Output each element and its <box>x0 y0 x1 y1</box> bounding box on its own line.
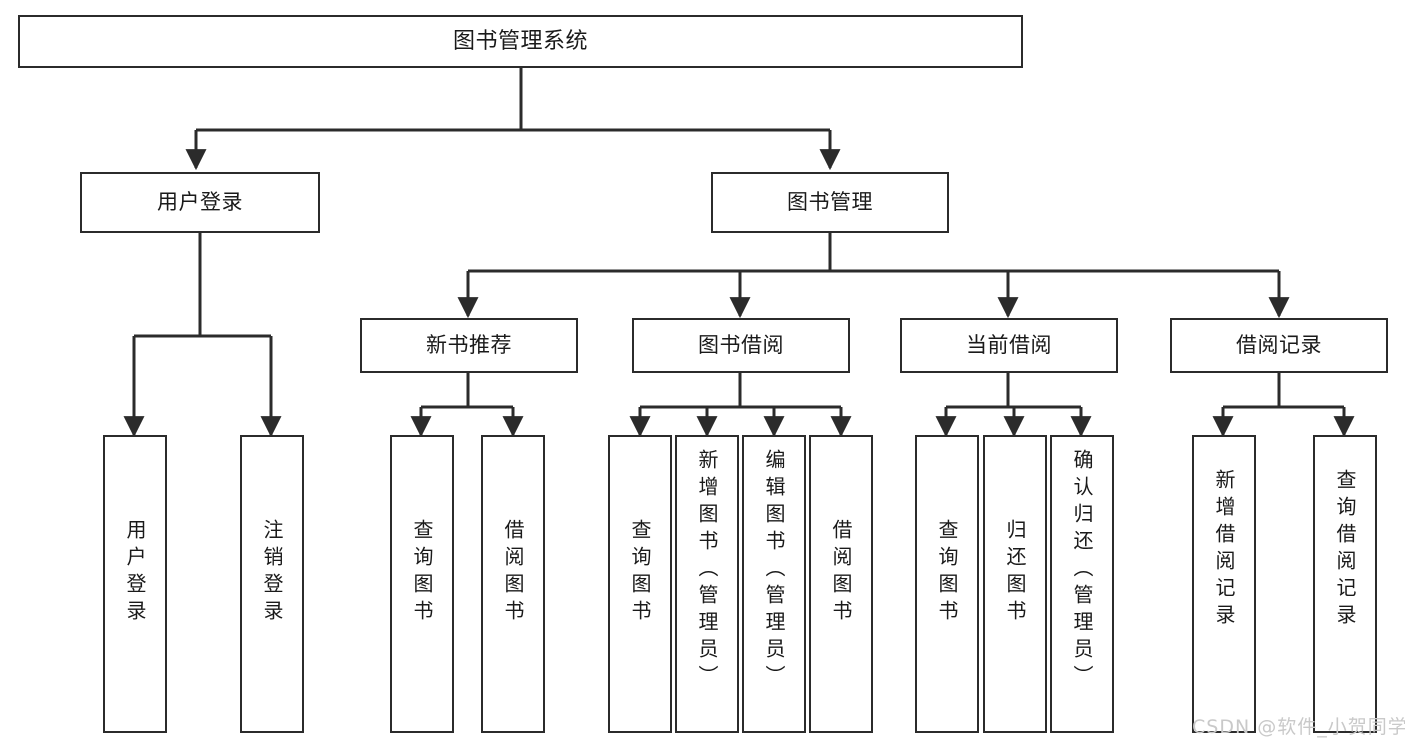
node-label: 借阅图书 <box>501 519 525 627</box>
leaf-logout[interactable]: 注销登录 <box>240 435 304 733</box>
leaf-query-book-current[interactable]: 查询图书 <box>915 435 979 733</box>
leaf-borrow-book-recommend[interactable]: 借阅图书 <box>481 435 545 733</box>
leaf-borrow-book[interactable]: 借阅图书 <box>809 435 873 733</box>
node-label: 注销登录 <box>260 519 284 627</box>
node-label: 借阅图书 <box>829 519 853 627</box>
node-label: 新书推荐 <box>426 333 512 358</box>
node-label: 图书管理 <box>787 190 873 215</box>
leaf-confirm-return-admin[interactable]: 确认归还（管理员） <box>1050 435 1114 733</box>
node-root-book-management-system[interactable]: 图书管理系统 <box>18 15 1023 68</box>
node-current-borrowing[interactable]: 当前借阅 <box>900 318 1118 373</box>
node-label: 图书管理系统 <box>452 28 588 54</box>
node-label: 用户登录 <box>157 190 243 215</box>
node-label: 新增借阅记录 <box>1212 469 1236 631</box>
leaf-return-book[interactable]: 归还图书 <box>983 435 1047 733</box>
leaf-user-login[interactable]: 用户登录 <box>103 435 167 733</box>
leaf-query-book-recommend[interactable]: 查询图书 <box>390 435 454 733</box>
node-label: 用户登录 <box>123 519 147 627</box>
node-label: 查询图书 <box>935 519 959 627</box>
node-borrowing-record[interactable]: 借阅记录 <box>1170 318 1388 373</box>
leaf-edit-book-admin[interactable]: 编辑图书（管理员） <box>742 435 806 733</box>
node-label: 图书借阅 <box>698 333 784 358</box>
node-label: 编辑图书（管理员） <box>762 449 786 692</box>
node-book-borrowing[interactable]: 图书借阅 <box>632 318 850 373</box>
node-label: 归还图书 <box>1003 519 1027 627</box>
leaf-query-book-borrow[interactable]: 查询图书 <box>608 435 672 733</box>
node-label: 借阅记录 <box>1236 333 1322 358</box>
node-label: 查询借阅记录 <box>1333 469 1357 631</box>
node-user-login[interactable]: 用户登录 <box>80 172 320 233</box>
node-new-book-recommendation[interactable]: 新书推荐 <box>360 318 578 373</box>
node-label: 查询图书 <box>410 519 434 627</box>
node-label: 新增图书（管理员） <box>695 449 719 692</box>
leaf-query-borrow-record[interactable]: 查询借阅记录 <box>1313 435 1377 733</box>
leaf-add-borrow-record[interactable]: 新增借阅记录 <box>1192 435 1256 733</box>
node-label: 确认归还（管理员） <box>1070 449 1094 692</box>
leaf-add-book-admin[interactable]: 新增图书（管理员） <box>675 435 739 733</box>
node-label: 当前借阅 <box>966 333 1052 358</box>
node-book-management[interactable]: 图书管理 <box>711 172 949 233</box>
node-label: 查询图书 <box>628 519 652 627</box>
